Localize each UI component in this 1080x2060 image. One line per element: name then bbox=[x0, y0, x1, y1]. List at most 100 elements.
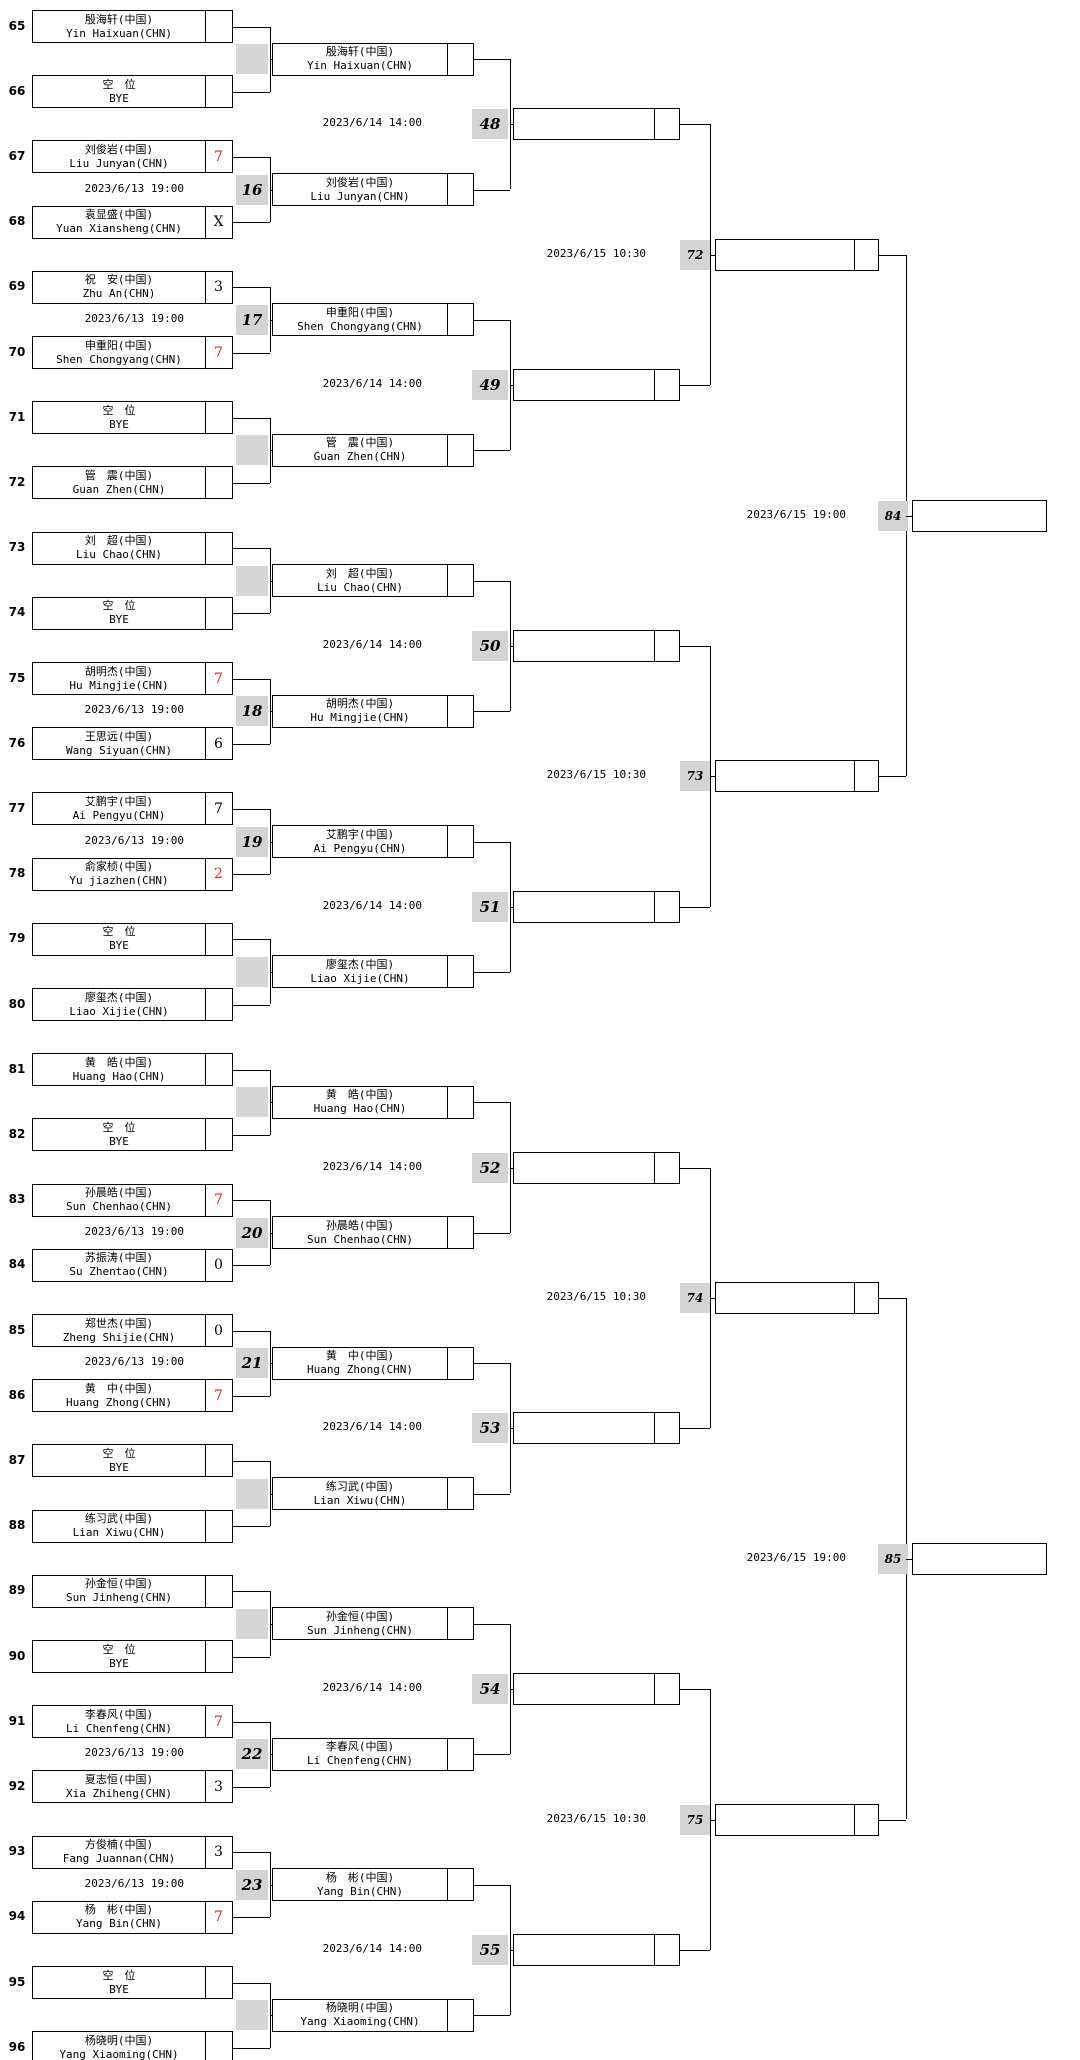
player-name-en: Guan Zhen(CHN) bbox=[72, 482, 166, 496]
player-name-en: Shen Chongyang(CHN) bbox=[56, 352, 182, 366]
player-slot[interactable]: 申重阳(中国)Shen Chongyang(CHN)7 bbox=[32, 336, 233, 369]
player-slot[interactable]: 孙晨皓(中国)Sun Chenhao(CHN) bbox=[272, 1216, 474, 1250]
player-slot[interactable]: 黄 皓(中国)Huang Hao(CHN) bbox=[32, 1053, 233, 1087]
player-slot[interactable]: 胡明杰(中国)Hu Mingjie(CHN) bbox=[272, 694, 474, 728]
player-slot[interactable]: 艾鹏宇(中国)Ai Pengyu(CHN)7 bbox=[32, 792, 233, 826]
match-number: 74 bbox=[680, 1282, 710, 1313]
player-slot[interactable]: 申重阳(中国)Shen Chongyang(CHN) bbox=[272, 303, 474, 337]
player-slot[interactable] bbox=[513, 890, 680, 923]
player-slot[interactable] bbox=[715, 1803, 879, 1836]
player-name-cn: 方俊楠(中国) bbox=[84, 1838, 154, 1852]
bracket-line bbox=[474, 1754, 510, 1756]
player-slot[interactable]: 刘 超(中国)Liu Chao(CHN) bbox=[32, 531, 233, 565]
player-slot[interactable]: 王思远(中国)Wang Siyuan(CHN)6 bbox=[32, 727, 233, 761]
match-number: 22 bbox=[236, 1739, 268, 1770]
player-slot[interactable]: 孙金恒(中国)Sun Jinheng(CHN) bbox=[272, 1607, 474, 1641]
score-cell: 0 bbox=[214, 1257, 223, 1274]
player-name-en: Sun Jinheng(CHN) bbox=[66, 1591, 172, 1605]
player-slot[interactable]: 胡明杰(中国)Hu Mingjie(CHN)7 bbox=[32, 662, 233, 695]
player-slot[interactable] bbox=[513, 369, 680, 402]
bracket-line bbox=[233, 874, 270, 876]
player-slot[interactable]: 祝 安(中国)Zhu An(CHN)3 bbox=[32, 270, 233, 304]
player-slot[interactable]: 殷海轩(中国)Yin Haixuan(CHN) bbox=[272, 42, 474, 76]
player-name-cn: 管 震(中国) bbox=[84, 468, 154, 482]
player-name-cn: 廖玺杰(中国) bbox=[325, 957, 395, 971]
bracket-line bbox=[474, 59, 510, 61]
player-slot[interactable] bbox=[513, 1673, 680, 1706]
bracket-line bbox=[233, 939, 270, 941]
player-slot[interactable]: 杨 彬(中国)Yang Bin(CHN) bbox=[272, 1868, 474, 1902]
player-slot[interactable] bbox=[715, 238, 879, 271]
score-cell bbox=[654, 1674, 679, 1704]
player-slot[interactable]: 刘俊岩(中国)Liu Junyan(CHN)7 bbox=[32, 140, 233, 174]
player-slot[interactable] bbox=[912, 1542, 1047, 1575]
player-slot[interactable] bbox=[513, 108, 680, 141]
player-slot[interactable]: 俞家桢(中国)Yu jiazhen(CHN)2 bbox=[32, 857, 233, 891]
score-cell: 3 bbox=[214, 1778, 223, 1795]
player-slot[interactable]: 袁显盛(中国)Yuan Xiansheng(CHN)X bbox=[32, 205, 233, 239]
player-slot[interactable]: 杨 彬(中国)Yang Bin(CHN)7 bbox=[32, 1900, 233, 1934]
player-slot[interactable]: 夏志恒(中国)Xia Zhiheng(CHN)3 bbox=[32, 1770, 233, 1804]
score-cell bbox=[447, 1478, 473, 1509]
player-name-cn: 申重阳(中国) bbox=[325, 305, 395, 319]
player-name-cn: 王思远(中国) bbox=[84, 729, 154, 743]
player-slot[interactable]: 艾鹏宇(中国)Ai Pengyu(CHN) bbox=[272, 825, 474, 858]
player-name-en: Liu Junyan(CHN) bbox=[310, 189, 410, 203]
score-cell bbox=[447, 2000, 473, 2031]
player-slot[interactable]: 方俊楠(中国)Fang Juannan(CHN)3 bbox=[32, 1835, 233, 1869]
player-slot[interactable]: 练习武(中国)Lian Xiwu(CHN) bbox=[272, 1477, 474, 1510]
player-slot[interactable]: 黄 中(中国)Huang Zhong(CHN)7 bbox=[32, 1379, 233, 1413]
bracket-line bbox=[233, 2047, 270, 2049]
bracket-line bbox=[233, 1721, 270, 1723]
player-slot[interactable] bbox=[912, 499, 1047, 532]
player-slot[interactable]: 练习武(中国)Lian Xiwu(CHN) bbox=[32, 1509, 233, 1543]
player-slot[interactable] bbox=[513, 1412, 680, 1445]
player-slot[interactable] bbox=[715, 760, 879, 793]
player-slot[interactable]: 廖玺杰(中国)Liao Xijie(CHN) bbox=[272, 955, 474, 989]
player-slot[interactable]: 杨晓明(中国)Yang Xiaoming(CHN) bbox=[272, 1998, 474, 2032]
player-slot[interactable]: 李春风(中国)Li Chenfeng(CHN) bbox=[272, 1737, 474, 1771]
player-slot[interactable]: 杨晓明(中国)Yang Xiaoming(CHN) bbox=[32, 2031, 233, 2060]
player-slot[interactable]: 孙晨皓(中国)Sun Chenhao(CHN)7 bbox=[32, 1183, 233, 1217]
player-slot[interactable]: 管 震(中国)Guan Zhen(CHN) bbox=[32, 466, 233, 500]
player-name-en: BYE bbox=[109, 91, 129, 105]
score-cell bbox=[205, 1054, 232, 1085]
player-slot[interactable]: 殷海轩(中国)Yin Haixuan(CHN) bbox=[32, 10, 233, 43]
player-name-en: Liu Junyan(CHN) bbox=[69, 156, 169, 170]
player-slot[interactable]: 孙金恒(中国)Sun Jinheng(CHN) bbox=[32, 1574, 233, 1608]
player-name: 刘俊岩(中国)Liu Junyan(CHN) bbox=[33, 141, 206, 173]
player-slot[interactable]: 李春风(中国)Li Chenfeng(CHN)7 bbox=[32, 1705, 233, 1739]
seed-number: 76 bbox=[8, 735, 26, 750]
score-cell bbox=[205, 924, 232, 955]
match-number: 52 bbox=[472, 1152, 508, 1183]
player-slot[interactable]: 郑世杰(中国)Zheng Shijie(CHN)0 bbox=[32, 1314, 233, 1347]
player-slot[interactable]: 黄 皓(中国)Huang Hao(CHN) bbox=[272, 1085, 474, 1119]
player-name: 杨晓明(中国)Yang Xiaoming(CHN) bbox=[273, 1999, 448, 2031]
player-slot[interactable]: 管 震(中国)Guan Zhen(CHN) bbox=[272, 433, 474, 467]
bracket-line bbox=[510, 319, 511, 451]
player-slot[interactable]: 刘 超(中国)Liu Chao(CHN) bbox=[272, 564, 474, 598]
player-slot[interactable]: 廖玺杰(中国)Liao Xijie(CHN) bbox=[32, 988, 233, 1021]
player-slot[interactable] bbox=[513, 629, 680, 662]
player-slot[interactable] bbox=[715, 1281, 879, 1314]
player-name-cn: 空 位 bbox=[102, 403, 136, 417]
player-slot[interactable]: 刘俊岩(中国)Liu Junyan(CHN) bbox=[272, 173, 474, 206]
match-number: 51 bbox=[472, 891, 508, 922]
player-slot[interactable] bbox=[513, 1933, 680, 1966]
player-slot[interactable]: 黄 中(中国)Huang Zhong(CHN) bbox=[272, 1346, 474, 1380]
player-name-cn: 刘俊岩(中国) bbox=[84, 142, 154, 156]
player-name: 殷海轩(中国)Yin Haixuan(CHN) bbox=[273, 43, 448, 75]
player-slot[interactable] bbox=[513, 1151, 680, 1184]
player-slot[interactable]: 苏振涛(中国)Su Zhentao(CHN)0 bbox=[32, 1248, 233, 1282]
bracket-line bbox=[270, 1493, 272, 1495]
